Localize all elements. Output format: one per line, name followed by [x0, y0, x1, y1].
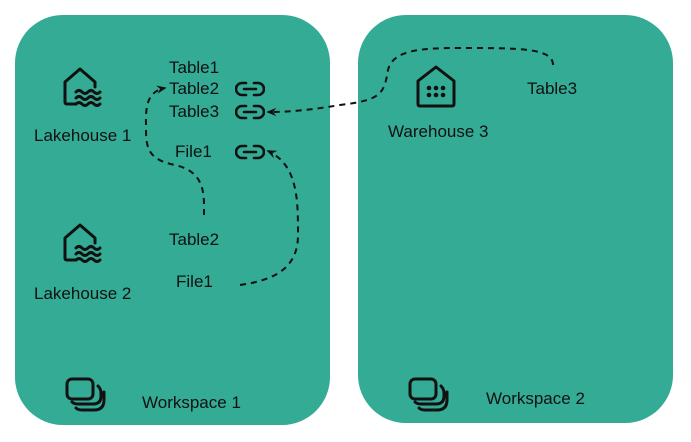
warehouse-3-table3: Table3	[527, 79, 578, 98]
lakehouse-1-table3: Table3	[169, 102, 220, 121]
link-icon	[235, 81, 265, 97]
warehouse-3-label: Warehouse 3	[388, 122, 489, 141]
workspace-stack-icon	[65, 377, 106, 412]
link-icon	[235, 104, 265, 120]
workspace-2-panel	[358, 15, 673, 423]
lakehouse-1-file1: File1	[175, 142, 212, 161]
lakehouse-icon	[63, 223, 102, 263]
lakehouse-1-label: Lakehouse 1	[34, 126, 132, 145]
lakehouse-2-file1: File1	[176, 272, 213, 291]
lakehouse-icon	[63, 67, 102, 107]
lakehouse-2-label: Lakehouse 2	[34, 284, 132, 303]
workspace-1-label: Workspace 1	[142, 393, 241, 412]
link-icon	[235, 144, 265, 160]
lakehouse-1-table1: Table1	[169, 58, 220, 77]
lakehouse-1-table2: Table2	[169, 79, 220, 98]
workspace-stack-icon	[408, 377, 449, 412]
lakehouse-2-table2: Table2	[169, 230, 220, 249]
workspace-2-label: Workspace 2	[486, 389, 585, 408]
warehouse-icon	[416, 65, 456, 108]
